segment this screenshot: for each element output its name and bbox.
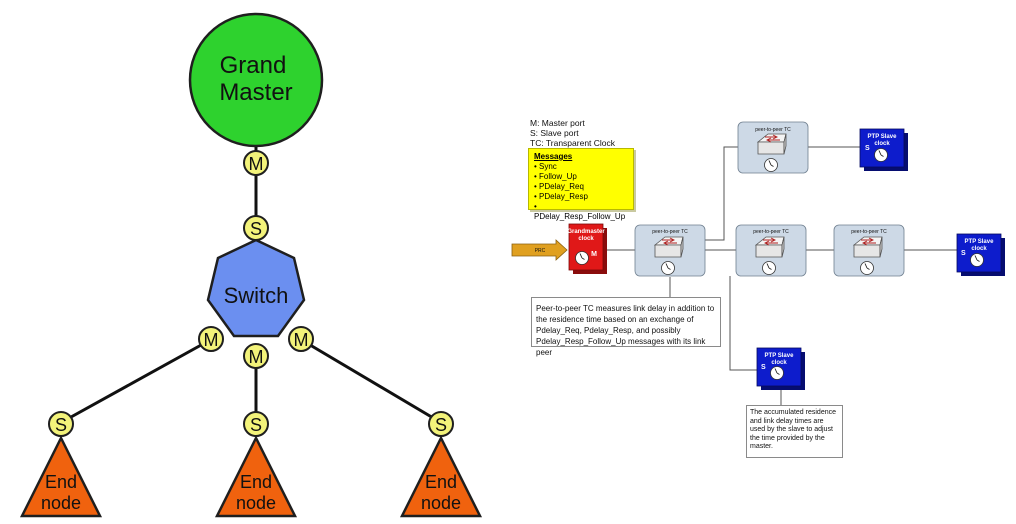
switch-node: Switch [206, 238, 306, 338]
svg-text:End: End [45, 472, 77, 492]
switch-label: Switch [224, 283, 289, 308]
slave-adjust-note: The accumulated residence and link delay… [746, 405, 843, 458]
svg-text:End: End [240, 472, 272, 492]
legend-master: M: Master port [530, 118, 585, 128]
slave-clock-top: PTP Slave clock S [859, 128, 908, 171]
svg-text:PTP Slave: PTP Slave [765, 353, 795, 359]
grand-master-label-line1: Grand [220, 52, 287, 79]
message-item: • PDelay_Resp [534, 192, 588, 201]
link-switch-end-right [299, 337, 441, 424]
slave-port-end-left: S [48, 411, 74, 437]
clock-icon [762, 261, 776, 275]
svg-text:S: S [250, 415, 262, 435]
clock-icon [770, 366, 784, 380]
svg-text:clock: clock [771, 360, 787, 366]
tc-box-1: peer-to-peer TC [634, 224, 706, 277]
svg-text:M: M [249, 347, 264, 367]
svg-text:clock: clock [578, 236, 594, 242]
tc-box-2: peer-to-peer TC [735, 224, 807, 277]
port-markers: M S M M M S S S [48, 150, 454, 437]
svg-text:M: M [249, 154, 264, 174]
tc-box-3: peer-to-peer TC [833, 224, 905, 277]
grand-master-label-line2: Master [219, 79, 292, 106]
switch-heptagon [206, 238, 306, 338]
svg-text:clock: clock [874, 141, 890, 147]
grandmaster-clock: Grandmaster clock M [567, 223, 607, 274]
prc-label: PRC [535, 248, 546, 254]
prc-arrow: PRC [511, 239, 568, 261]
message-item: • PDelay_Req [534, 182, 584, 191]
svg-text:peer-to-peer TC: peer-to-peer TC [753, 229, 789, 235]
svg-text:node: node [236, 493, 276, 513]
slave-clock-bottom: PTP Slave clock S [756, 347, 805, 390]
clock-icon [575, 251, 589, 265]
legend-tc: TC: Transparent Clock [530, 138, 616, 148]
svg-text:peer-to-peer TC: peer-to-peer TC [755, 127, 791, 133]
svg-text:clock: clock [971, 246, 987, 252]
svg-text:peer-to-peer TC: peer-to-peer TC [851, 229, 887, 235]
message-item: • PDelay_Resp_Follow_Up [534, 202, 626, 221]
svg-text:S: S [435, 415, 447, 435]
svg-text:S: S [55, 415, 67, 435]
slave-clock-right: PTP Slave clock S [956, 233, 1005, 276]
svg-text:End: End [425, 472, 457, 492]
svg-text:node: node [421, 493, 461, 513]
clock-icon [874, 148, 888, 162]
master-port-left: M [198, 326, 224, 352]
svg-text:S: S [865, 145, 870, 152]
master-port-middle: M [243, 343, 269, 369]
svg-text:node: node [41, 493, 81, 513]
slave-port-switch: S [243, 215, 269, 241]
gm-port-label: M [591, 251, 597, 258]
slave-port-end-middle: S [243, 411, 269, 437]
clock-icon [764, 158, 778, 172]
end-node-left: End node [19, 435, 103, 518]
clock-icon [970, 253, 984, 267]
clock-icon [661, 261, 675, 275]
svg-text:peer-to-peer TC: peer-to-peer TC [652, 229, 688, 235]
legend-slave: S: Slave port [530, 128, 579, 138]
end-node-middle: End node [214, 435, 298, 518]
messages-title: Messages [534, 152, 573, 161]
slave-port-end-right: S [428, 411, 454, 437]
grand-master-circle [188, 12, 324, 148]
svg-text:S: S [961, 250, 966, 257]
message-item: • Sync [534, 162, 557, 171]
tc-box-top: peer-to-peer TC [737, 121, 809, 174]
svg-text:M: M [294, 330, 309, 350]
link-switch-end-left [61, 337, 213, 424]
svg-text:PTP Slave: PTP Slave [965, 239, 995, 245]
svg-text:S: S [761, 364, 766, 371]
peer-delay-note: Peer-to-peer TC measures link delay in a… [531, 297, 721, 357]
grand-master-node: Grand Master [188, 12, 324, 148]
svg-text:S: S [250, 219, 262, 239]
right-topology-links [603, 146, 957, 405]
master-port-right: M [288, 326, 314, 352]
svg-text:PTP Slave: PTP Slave [868, 134, 898, 140]
svg-text:M: M [204, 330, 219, 350]
clock-icon [860, 261, 874, 275]
end-node-right: End node [399, 435, 483, 518]
port-legend: M: Master port S: Slave port TC: Transpa… [530, 118, 615, 148]
messages-box: Messages • Sync • Follow_Up • PDelay_Req… [528, 148, 634, 221]
svg-text:Grandmaster: Grandmaster [567, 229, 605, 235]
master-port-gm: M [243, 150, 269, 176]
message-item: • Follow_Up [534, 172, 577, 181]
